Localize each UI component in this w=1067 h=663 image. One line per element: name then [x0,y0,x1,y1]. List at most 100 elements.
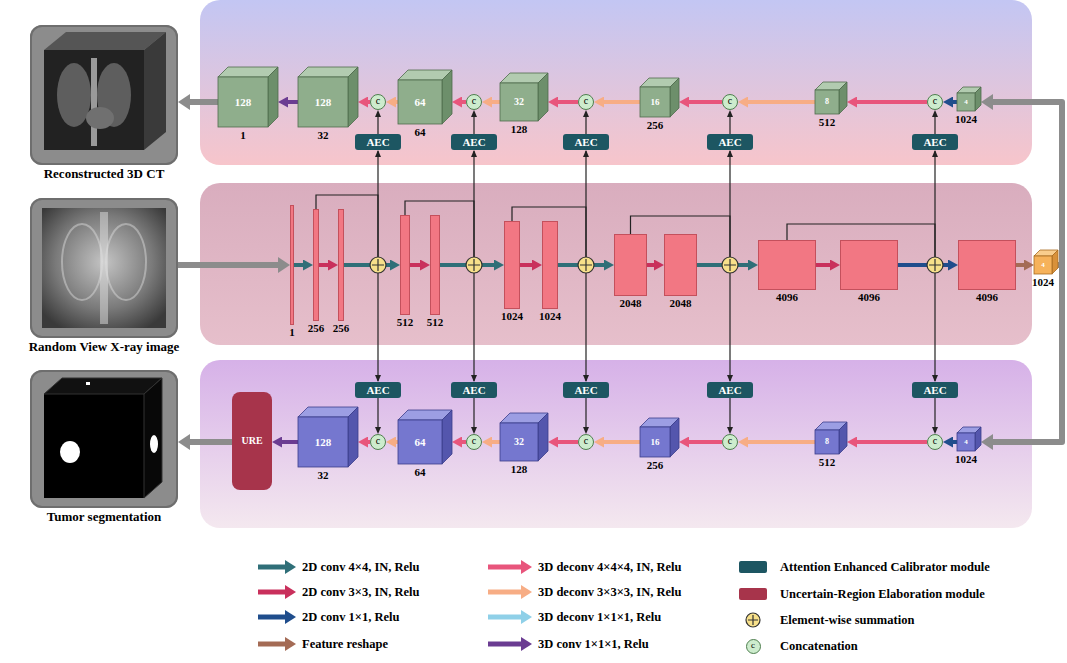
tumor-illustration [60,441,80,463]
arrow-connector [685,100,723,104]
cube-front [298,77,348,127]
node-label: AEC [718,137,741,148]
aec-module: AEC [912,382,958,398]
node-caption: 1024 [955,453,977,465]
feature-map: 1024 [504,221,520,309]
concat-node: c [578,94,594,110]
cube-front-face: 32 [500,423,538,461]
concat-node: c [370,434,386,450]
feature-map: 1 [290,205,294,325]
legend-swatch [488,584,532,600]
node-label: 64 [415,97,426,108]
node-caption: 128 [511,463,528,475]
cube-front [640,87,670,117]
arrow-connector [853,440,928,444]
tumor-illustration [30,370,178,508]
arrow-connector [319,263,333,267]
aec-feed-line [473,273,474,381]
image-panel: Random View X-ray image [30,198,178,338]
skip-connection [316,195,378,257]
cube-front [398,420,442,464]
node-label: 16 [651,98,660,107]
arrow-connector [458,440,467,444]
legend-text: 3D conv 1×1×1, Relu [538,637,649,651]
concat-node: c [927,434,943,450]
node-label: c [933,96,937,106]
arrow-connector [185,99,218,105]
cube-shape [500,73,548,121]
feature-cube: 12832 [298,67,358,127]
tumor-illustration [144,378,162,498]
arrow-connector [392,440,399,444]
arrow-connector [729,398,730,430]
node-label: c [472,96,476,106]
segmentation-band [200,360,1032,528]
legend-entry: 3D conv 1×1×1, Relu [488,635,649,653]
ct-illustration [91,58,97,146]
legend-sample [488,584,532,600]
legend-text: Concatenation [780,639,858,653]
summation-cross [748,615,758,625]
feature-cube: 8512 [815,82,847,114]
aec-module: AEC [355,134,401,150]
summation-symbol [929,259,941,271]
legend-entry: 2D conv 3×3, IN, Relu [258,583,420,601]
aec-feed-line [729,273,730,381]
node-caption: 256 [308,322,325,334]
arrow-connector [744,100,816,104]
aec-feed-line [934,151,935,257]
legend-entry: 2D conv 1×1, Relu [258,608,399,626]
arrow-connector [410,263,425,267]
node-label: c [728,96,732,106]
ct-illustration [57,63,91,127]
feature-map: 2048 [664,234,697,296]
legend-swatch [488,559,532,575]
node-caption: 2048 [670,297,692,309]
aec-feed-line [377,273,378,381]
cube-front-face: 64 [398,80,442,124]
concat-node: c [927,94,943,110]
arrow-connector [585,114,586,134]
legend-entry: 3D deconv 1×1×1, Relu [488,608,661,626]
node-caption: 4096 [776,291,798,303]
legend-text: Element-wise summation [780,613,914,627]
cube-side [975,427,981,451]
ct-illustration [86,107,114,129]
legend-text: Attention Enhanced Calibrator module [780,560,990,574]
node-caption: 128 [511,123,528,135]
feature-cube: 12832 [298,407,358,467]
arrow-connector [934,114,935,134]
tumor-illustration [30,370,178,508]
arrow-connector [585,398,586,430]
aec-module: AEC [563,134,609,150]
summation-symbol [466,257,482,273]
cube-front [957,93,975,111]
summation-symbol [927,257,943,273]
arrow-connector [816,263,835,267]
node-label: 8 [825,98,829,106]
node-label: 128 [315,97,332,108]
node-label: AEC [462,137,485,148]
node-caption: 32 [318,469,329,481]
cube-front [815,430,839,454]
legend-box [739,588,767,600]
arrow-connector [934,398,935,430]
cube-side [538,73,548,121]
summation-symbol [722,257,738,273]
feature-cube: 41024 [957,427,981,451]
summation-symbol [578,257,594,273]
arrow-connector [853,100,928,104]
legend-entry: Element-wise summation [738,611,914,629]
arrow-connector [554,100,579,104]
arrow-connector [988,265,1062,442]
legend-arrow-head [285,560,296,574]
legend-arrow-head [285,585,296,599]
node-caption: Random View X-ray image [29,339,180,354]
legend-sample [258,636,296,652]
feature-map: 512 [430,215,440,315]
node-caption: 256 [333,322,350,334]
legend-text: Uncertain-Region Elaboration module [780,587,985,601]
arrow-connector [377,114,378,134]
concat-node: c [370,94,386,110]
aec-feed-line [585,273,586,381]
